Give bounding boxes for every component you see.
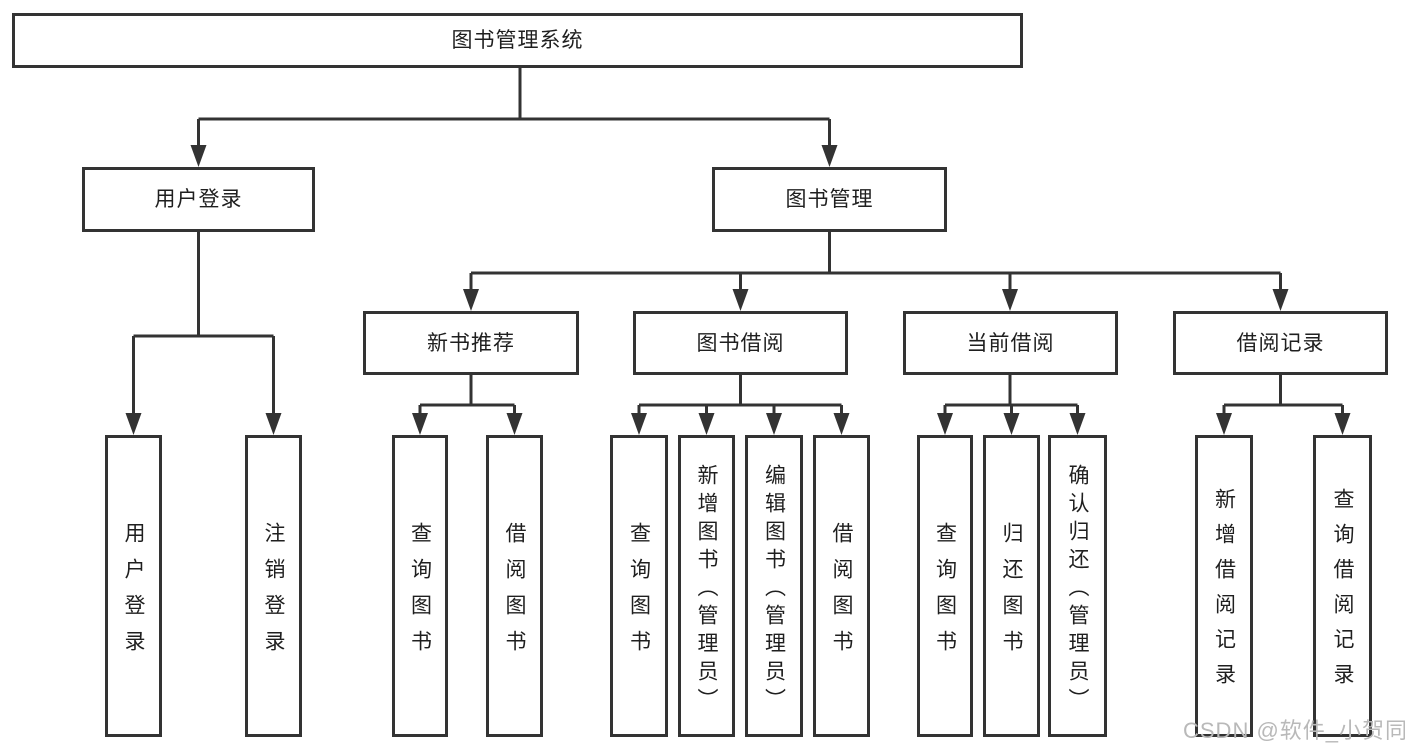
leaf-bb-borrow-books-label: 借阅图书 — [830, 521, 853, 666]
node-book-borrowing: 图书借阅 — [633, 311, 848, 375]
leaf-cb-query-books-label: 查询图书 — [933, 521, 957, 666]
leaf-bb-borrow-books: 借阅图书 — [813, 435, 870, 737]
leaf-cb-confirm-return-admin: 确认归还（管理员） — [1048, 435, 1107, 737]
leaf-cb-query-books: 查询图书 — [917, 435, 973, 737]
leaf-bb-query-books: 查询图书 — [610, 435, 668, 737]
node-borrowing-records: 借阅记录 — [1173, 311, 1388, 375]
leaf-bb-add-books-admin: 新增图书（管理员） — [678, 435, 735, 737]
leaf-user-login: 用户登录 — [105, 435, 162, 737]
leaf-br-query-record: 查询借阅记录 — [1313, 435, 1372, 737]
leaf-cb-confirm-return-admin-label: 确认归还（管理员） — [1066, 463, 1089, 716]
node-new-book-recommend: 新书推荐 — [363, 311, 579, 375]
leaf-cb-return-books: 归还图书 — [983, 435, 1040, 737]
leaf-nb-query-books: 查询图书 — [392, 435, 448, 737]
arrowheads — [125, 145, 1351, 435]
leaf-user-login-label: 用户登录 — [122, 521, 145, 666]
leaf-nb-borrow-books: 借阅图书 — [486, 435, 543, 737]
leaf-logout-label: 注销登录 — [262, 521, 285, 666]
node-library-system: 图书管理系统 — [12, 13, 1023, 68]
leaf-nb-query-books-label: 查询图书 — [408, 521, 432, 666]
leaf-bb-edit-books-admin: 编辑图书（管理员） — [745, 435, 803, 737]
leaf-nb-borrow-books-label: 借阅图书 — [503, 521, 526, 666]
csdn-watermark: CSDN @软件_小贺同学 — [1183, 718, 1405, 743]
tree-edges — [132, 68, 1344, 417]
node-current-borrowing: 当前借阅 — [903, 311, 1118, 375]
leaf-br-query-record-label: 查询借阅记录 — [1331, 488, 1354, 698]
leaf-bb-query-books-label: 查询图书 — [627, 521, 651, 666]
leaf-br-add-record: 新增借阅记录 — [1195, 435, 1253, 737]
leaf-br-add-record-label: 新增借阅记录 — [1212, 488, 1236, 698]
leaf-bb-add-books-admin-label: 新增图书（管理员） — [695, 463, 718, 716]
node-user-login: 用户登录 — [82, 167, 315, 232]
leaf-cb-return-books-label: 归还图书 — [1000, 521, 1023, 666]
node-book-management: 图书管理 — [712, 167, 947, 232]
leaf-bb-edit-books-admin-label: 编辑图书（管理员） — [762, 463, 786, 716]
leaf-logout: 注销登录 — [245, 435, 302, 737]
